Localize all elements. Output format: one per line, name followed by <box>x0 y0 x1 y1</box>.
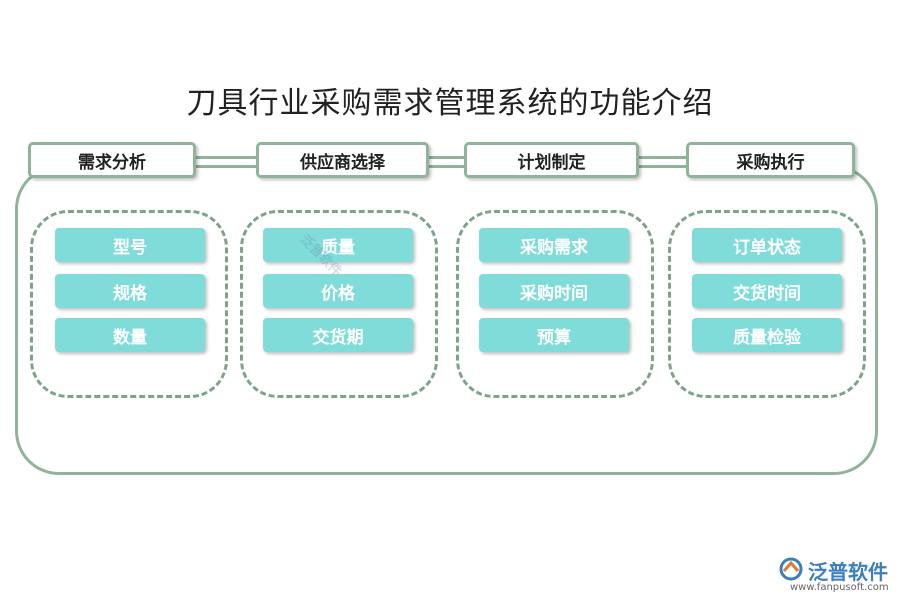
item-delivery-time: 交货时间 <box>692 274 842 308</box>
header-supplier-selection: 供应商选择 <box>256 142 429 178</box>
diagram-title: 刀具行业采购需求管理系统的功能介绍 <box>186 86 714 121</box>
connector-3-4 <box>638 156 688 159</box>
connector-1-2 <box>195 156 257 159</box>
item-price: 价格 <box>263 274 413 308</box>
item-quality: 质量 <box>263 228 413 262</box>
item-purchase-time: 采购时间 <box>479 274 629 308</box>
item-order-status: 订单状态 <box>692 228 842 262</box>
item-budget: 预算 <box>479 318 629 352</box>
item-quality-inspection: 质量检验 <box>692 318 842 352</box>
group-purchase-execution <box>668 210 866 398</box>
logo-name: 泛普软件 <box>808 560 888 584</box>
header-purchase-execution: 采购执行 <box>686 142 855 178</box>
item-quantity: 数量 <box>55 318 205 352</box>
fanpu-logo: 泛普软件 <box>778 556 888 585</box>
group-demand-analysis <box>30 210 228 398</box>
header-plan-making: 计划制定 <box>464 142 639 178</box>
item-purchase-demand: 采购需求 <box>479 228 629 262</box>
item-spec: 规格 <box>55 274 205 308</box>
group-plan-making <box>456 210 654 398</box>
item-model: 型号 <box>55 228 205 262</box>
connector-2-3 <box>428 156 465 159</box>
item-delivery-period: 交货期 <box>263 318 413 352</box>
logo-url: www.fanpusoft.com <box>790 582 889 593</box>
group-supplier-selection <box>240 210 438 398</box>
logo-icon <box>778 557 804 585</box>
header-demand-analysis: 需求分析 <box>28 142 196 178</box>
